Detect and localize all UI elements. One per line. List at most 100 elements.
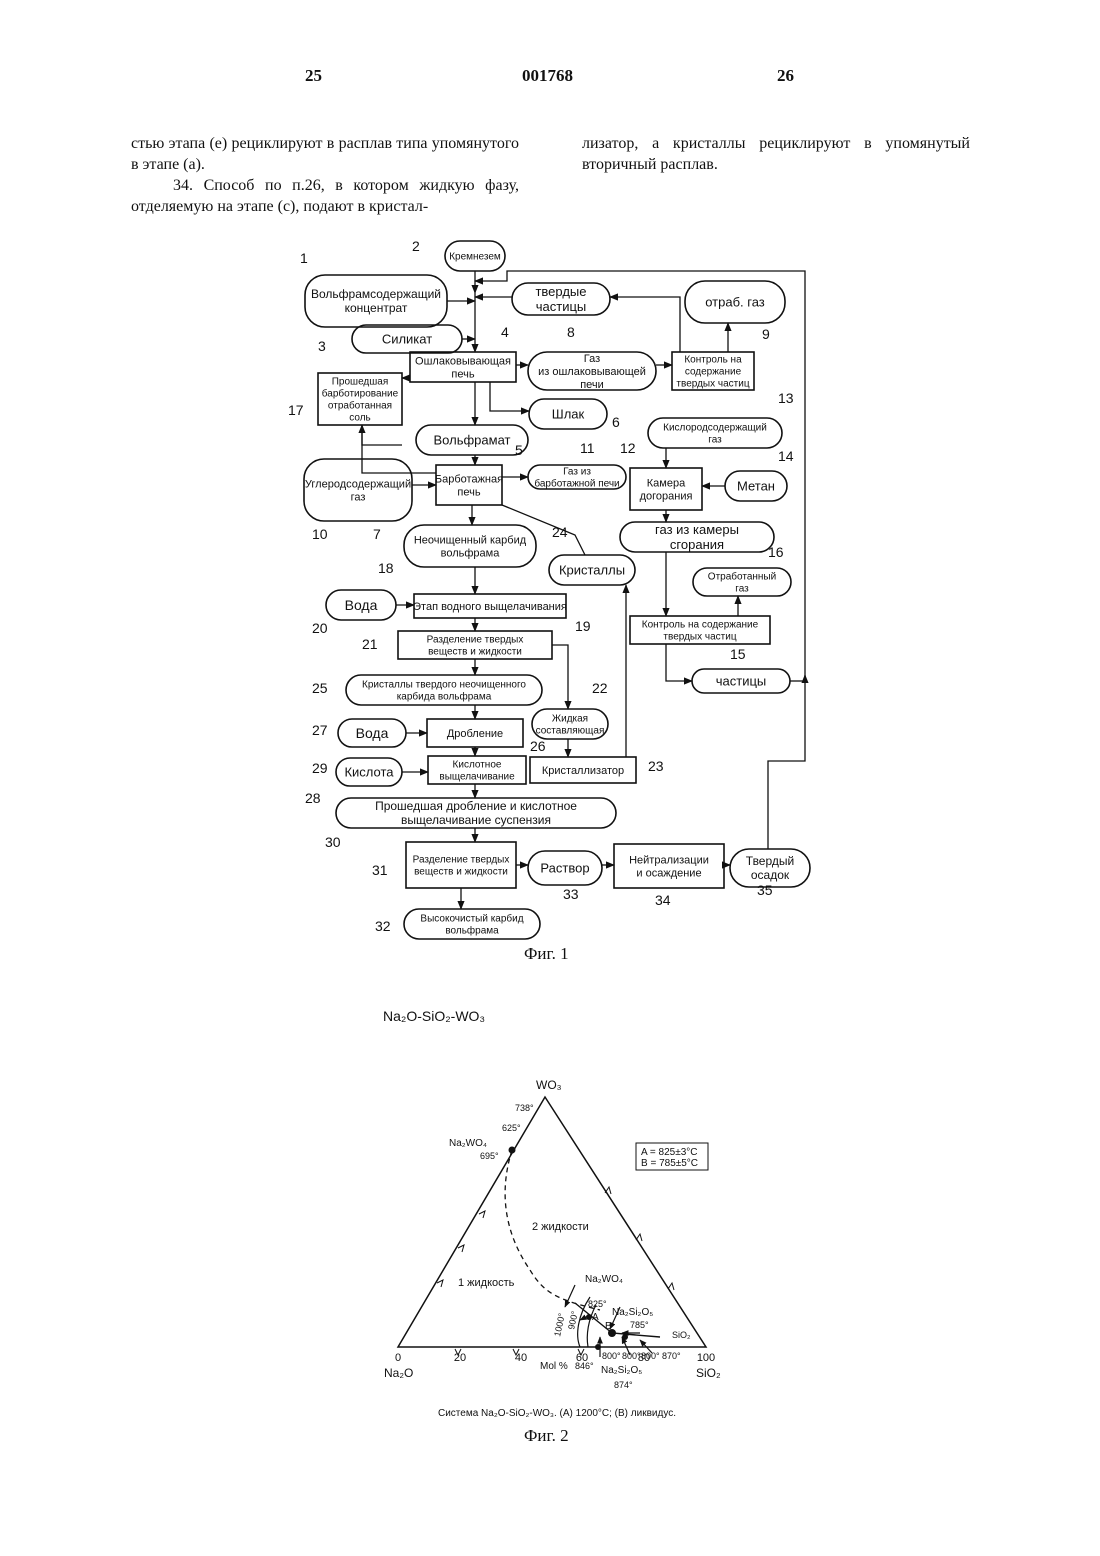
label-800c: 800° <box>641 1351 660 1361</box>
flow-connector <box>552 645 568 709</box>
flow-node-label: Метан <box>737 479 775 494</box>
flow-node-label: твердых частиц <box>676 379 749 390</box>
label-point-b: B <box>605 1321 612 1332</box>
flow-node-number: 4 <box>501 324 509 340</box>
flow-node-label: Неочищенный карбид <box>414 534 527 546</box>
flow-node-label: Углеродсодержащий <box>305 478 411 490</box>
flow-node-label: Кислота <box>344 765 394 780</box>
flow-node-label: Дробление <box>447 728 503 740</box>
label-na2wo4-mid: Na₂WO₄ <box>585 1274 623 1285</box>
flow-node-label: барботирование <box>322 388 399 400</box>
page-number-right: 26 <box>777 66 794 86</box>
flow-node-number: 22 <box>592 680 608 696</box>
axis-tick-label: 40 <box>515 1352 527 1364</box>
flow-node-number: 1 <box>300 250 308 266</box>
label-846: 846° <box>575 1361 594 1371</box>
flow-node-label: Ошлаковывающая <box>415 355 511 367</box>
flow-node-number: 5 <box>515 442 523 458</box>
flow-node-label: догорания <box>640 490 693 502</box>
flow-node-label: Газ из <box>563 467 591 478</box>
label-na2si2o5-bottom: Na₂Si₂O₅ <box>601 1365 642 1376</box>
apex-sio2: SiO₂ <box>696 1366 721 1380</box>
label-785: 785° <box>630 1320 649 1330</box>
legend-b: B = 785±5°C <box>641 1158 698 1169</box>
flow-node-number: 26 <box>530 738 546 754</box>
axis-unit: Mol % <box>540 1361 568 1372</box>
flow-node-label: сгорания <box>670 537 724 552</box>
flow-node-label: Вода <box>356 725 389 741</box>
flow-node-number: 9 <box>762 326 770 342</box>
flow-node-number: 16 <box>768 544 784 560</box>
left-column-text: стью этапа (е) рециклируют в расплав тип… <box>131 133 519 217</box>
flow-node-label: веществ и жидкости <box>414 867 508 878</box>
flow-node-number: 34 <box>655 892 671 908</box>
paragraph: лизатор, а кристаллы рециклируют в упомя… <box>582 133 970 175</box>
flow-node-number: 17 <box>288 402 304 418</box>
apex-na2o: Na₂O <box>384 1366 413 1380</box>
flow-node-label: Контроль на <box>684 355 742 366</box>
flow-node-label: отработанная <box>328 400 392 412</box>
document-number: 001768 <box>522 66 573 86</box>
flow-node-number: 7 <box>373 526 381 542</box>
flow-node-number: 6 <box>612 414 620 430</box>
flow-node-number: 2 <box>412 238 420 254</box>
point-na2si2o5 <box>622 1334 628 1340</box>
flow-node-number: 23 <box>648 758 664 774</box>
flow-node-label: частицы <box>536 299 587 314</box>
label-800b: 800° <box>622 1351 641 1361</box>
flow-node-label: Прошедшая <box>332 377 389 388</box>
label-825: 825° <box>588 1299 607 1309</box>
flow-node-label: вольфрама <box>445 925 499 937</box>
flow-node-number: 12 <box>620 440 636 456</box>
axis-tick-label: 0 <box>395 1352 401 1364</box>
region-two-liquids: 2 жидкости <box>532 1221 589 1233</box>
ternary-subcaption: Система Na₂O-SiO₂-WO₃. (A) 1200°C; (B) л… <box>438 1408 676 1419</box>
label-na2si2o5-mid: Na₂Si₂O₅ <box>612 1307 653 1318</box>
flow-node-label: печь <box>457 486 480 498</box>
flow-node-number: 24 <box>552 524 568 540</box>
flow-node-label: Высокочистый карбид <box>420 913 523 925</box>
flow-node-number: 25 <box>312 680 328 696</box>
point-eutectic <box>595 1344 601 1350</box>
flow-node-label: Раствор <box>540 861 589 876</box>
flow-node-label: твердых частиц <box>663 632 736 643</box>
flow-node-label: газ <box>735 584 749 595</box>
flow-node-label: составляющая <box>536 726 605 737</box>
flow-node-label: барботажной печи <box>534 478 619 490</box>
flow-node-label: Кристаллы <box>559 563 625 578</box>
flow-node-number: 8 <box>567 324 575 340</box>
flow-node-number: 3 <box>318 338 326 354</box>
flow-node-label: Кислотное <box>453 760 502 771</box>
flow-node-number: 11 <box>580 440 595 456</box>
flow-connector <box>362 425 402 445</box>
flow-connector <box>610 297 680 352</box>
flow-node-label: печи <box>580 379 604 391</box>
flow-node-number: 18 <box>378 560 394 576</box>
flow-node-label: Прошедшая дробление и кислотное <box>375 799 577 813</box>
flow-node-label: отраб. газ <box>705 295 765 310</box>
flow-node-label: соль <box>349 413 371 424</box>
flow-node-number: 31 <box>372 862 388 878</box>
flow-node-label: газ <box>708 435 722 446</box>
flow-node-label: вольфрама <box>441 547 501 559</box>
label-1000: 1000° <box>552 1312 567 1338</box>
flow-node-label: Силикат <box>382 332 432 347</box>
flow-connector <box>666 644 692 681</box>
flow-node-label: газ из камеры <box>655 522 739 537</box>
flow-node-label: выщелачивание суспензия <box>401 813 551 827</box>
label-695: 695° <box>480 1151 499 1161</box>
flow-node-number: 21 <box>362 636 378 652</box>
flow-node-number: 28 <box>305 790 321 806</box>
paragraph: 34. Способ по п.26, в котором жидкую фаз… <box>131 175 519 217</box>
flow-node-label: Отработанный <box>708 571 776 583</box>
flow-node-label: Вольфрамсодержащий <box>311 287 441 301</box>
flow-connector <box>490 382 529 411</box>
page-number-left: 25 <box>305 66 322 86</box>
flow-node-number: 33 <box>563 886 579 902</box>
flow-node-label: Контроль на содержание <box>642 620 759 631</box>
label-800a: 800° <box>602 1351 621 1361</box>
flow-connector <box>768 675 805 849</box>
flow-node-label: Кислородсодержащий <box>663 423 767 434</box>
flow-node-label: Этап водного выщелачивания <box>413 601 567 613</box>
ternary-diagram: A = 825±3°C B = 785±5°C WO₃ Na₂O SiO₂ 02… <box>0 1075 1100 1415</box>
